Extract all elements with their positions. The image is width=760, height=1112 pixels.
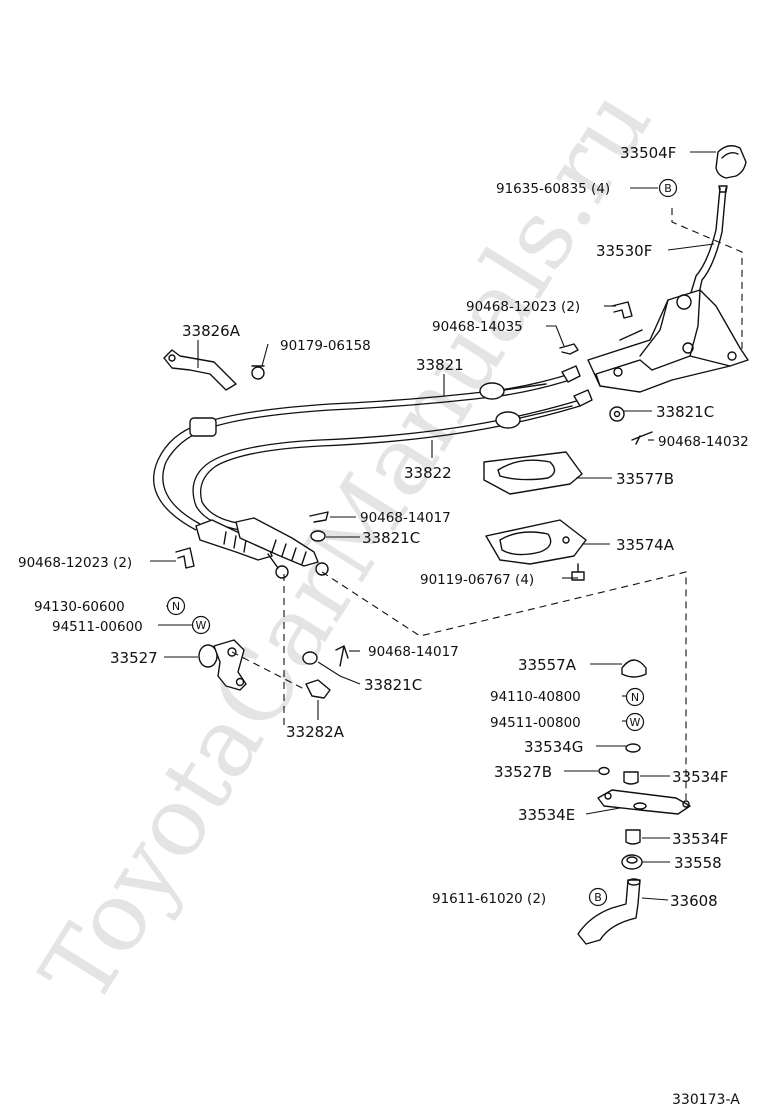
label-33821C-right: 33821C bbox=[656, 403, 714, 421]
washer-symbol-left: W bbox=[191, 615, 211, 635]
link-33534E-drawing bbox=[597, 789, 691, 815]
label-90468-12023-top: 90468-12023 (2) bbox=[466, 299, 580, 315]
label-33527B: 33527B bbox=[494, 763, 552, 781]
washer-drawing-mid bbox=[310, 530, 326, 542]
dash-cable-to-base bbox=[321, 571, 687, 800]
ring-33527B-drawing bbox=[598, 766, 610, 776]
label-33282A: 33282A bbox=[286, 723, 345, 741]
label-90468-14017-mid: 90468-14017 bbox=[360, 510, 451, 526]
leader-lines bbox=[150, 151, 716, 901]
plate-33577B-drawing bbox=[483, 451, 583, 495]
bolt-symbol-top: B bbox=[658, 178, 678, 198]
svg-text:B: B bbox=[594, 891, 602, 904]
label-33822: 33822 bbox=[404, 464, 452, 482]
bracket-33826A-drawing bbox=[163, 349, 237, 391]
label-90468-14032: 90468-14032 bbox=[658, 434, 749, 450]
svg-text:W: W bbox=[196, 619, 207, 632]
label-94110-40800: 94110-40800 bbox=[490, 689, 581, 705]
knob-33557A-drawing bbox=[621, 659, 647, 678]
pin-drawing-14032 bbox=[631, 431, 653, 445]
label-33608: 33608 bbox=[670, 892, 718, 910]
label-33821C-mid: 33821C bbox=[362, 529, 420, 547]
label-90468-14017-lower: 90468-14017 bbox=[368, 644, 459, 660]
label-33534F-lower: 33534F bbox=[672, 830, 728, 848]
label-94511-00800: 94511-00800 bbox=[490, 715, 581, 731]
clip-drawing-left bbox=[175, 547, 195, 569]
label-90468-12023-left: 90468-12023 (2) bbox=[18, 555, 132, 571]
label-90179-06158: 90179-06158 bbox=[280, 338, 371, 354]
svg-text:N: N bbox=[631, 691, 639, 704]
label-33577B: 33577B bbox=[616, 470, 674, 488]
shift-lever-drawing bbox=[689, 185, 728, 299]
bushing-33534G-drawing bbox=[625, 743, 641, 753]
label-94511-00600: 94511-00600 bbox=[52, 619, 143, 635]
svg-text:W: W bbox=[630, 716, 641, 729]
cable-end-drawing-b bbox=[235, 517, 329, 576]
lever-33527-drawing bbox=[198, 639, 247, 691]
dash-lever-link bbox=[231, 651, 307, 691]
cable-33821-drawing bbox=[153, 365, 581, 531]
washer-drawing-right bbox=[609, 406, 625, 422]
bolt-symbol-bottom: B bbox=[588, 887, 608, 907]
label-91635-60835: 91635-60835 (4) bbox=[496, 181, 610, 197]
cable-end-drawing-a bbox=[195, 519, 289, 579]
lever-33608-drawing bbox=[577, 878, 641, 945]
label-90468-14035: 90468-14035 bbox=[432, 319, 523, 335]
bushing-33558-drawing bbox=[621, 854, 643, 870]
figure-code: 330173-A bbox=[672, 1092, 740, 1108]
label-33534E: 33534E bbox=[518, 806, 575, 824]
label-33557A: 33557A bbox=[518, 656, 577, 674]
dash-lever-to-housing bbox=[671, 208, 743, 350]
bushing-33534F-bottom-drawing bbox=[625, 829, 641, 845]
label-33558: 33558 bbox=[674, 854, 722, 872]
bushing-33534F-top-drawing bbox=[623, 771, 639, 785]
pin-33282A-drawing bbox=[305, 679, 331, 699]
clip-drawing-top bbox=[611, 301, 633, 319]
svg-text:N: N bbox=[172, 600, 180, 613]
label-33504F: 33504F bbox=[620, 144, 676, 162]
plate-33574A-drawing bbox=[485, 519, 587, 565]
shift-knob-drawing bbox=[715, 145, 747, 179]
label-33826A: 33826A bbox=[182, 322, 241, 340]
label-33821C-lower: 33821C bbox=[364, 676, 422, 694]
label-33574A: 33574A bbox=[616, 536, 675, 554]
label-94130-60600: 94130-60600 bbox=[34, 599, 125, 615]
nut-symbol-left: N bbox=[166, 596, 186, 616]
label-33527: 33527 bbox=[110, 649, 158, 667]
label-33530F: 33530F bbox=[596, 242, 652, 260]
label-90119-06767: 90119-06767 (4) bbox=[420, 572, 534, 588]
washer-drawing-left bbox=[302, 651, 318, 665]
bolt-90179-drawing bbox=[251, 365, 265, 380]
shift-lever-housing-drawing bbox=[587, 289, 749, 393]
label-33821: 33821 bbox=[416, 356, 464, 374]
pin-drawing-14035 bbox=[559, 343, 579, 355]
pin-drawing-14017-a bbox=[309, 511, 329, 523]
label-33534F-upper: 33534F bbox=[672, 768, 728, 786]
nut-symbol-right: N bbox=[625, 687, 645, 707]
label-33534G: 33534G bbox=[524, 738, 583, 756]
washer-symbol-right: W bbox=[625, 712, 645, 732]
pin-drawing-14017-b bbox=[335, 645, 349, 667]
label-91611-61020: 91611-61020 (2) bbox=[432, 891, 546, 907]
svg-text:B: B bbox=[664, 182, 672, 195]
cable-33822-drawing bbox=[192, 389, 593, 531]
